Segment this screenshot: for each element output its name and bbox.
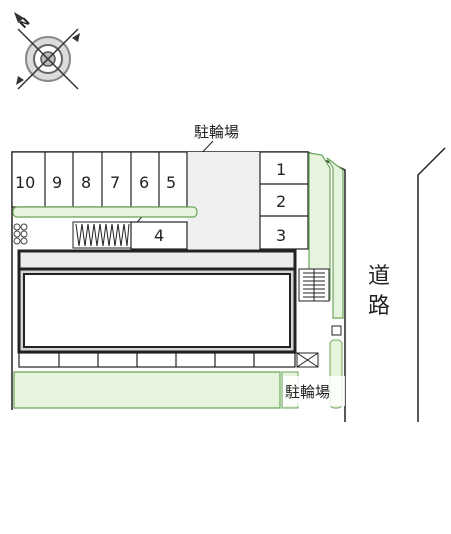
parking-space-10: 10 (15, 173, 35, 192)
bike-parking-bottom-label: 駐輪場 (285, 383, 330, 401)
parking-space-8: 8 (81, 173, 91, 192)
parking-space-4: 4 (154, 226, 164, 245)
parking-space-6: 6 (139, 173, 149, 192)
parking-space-5: 5 (166, 173, 176, 192)
road-label-char-2: 路 (368, 294, 390, 319)
parking-space-3: 3 (276, 226, 286, 245)
road-label-char-1: 道 (368, 264, 390, 289)
compass-rose-icon: N (14, 12, 80, 90)
hedge-top (12, 206, 198, 218)
building-corridor (17, 249, 297, 271)
building (17, 249, 297, 354)
bike-rack-bottom (296, 352, 319, 368)
road-edge (417, 147, 446, 422)
parking-space-1: 1 (276, 160, 286, 179)
balcony-row (18, 352, 296, 368)
parking-right-column (259, 151, 309, 250)
bike-parking-top-label: 駐輪場 (194, 123, 239, 141)
building-inner (23, 273, 291, 348)
parking-top-row (11, 151, 188, 208)
driveway-area (187, 152, 260, 249)
greenery-right-outer (326, 157, 344, 319)
stairs (298, 268, 330, 302)
greenery-bottom (13, 371, 281, 409)
parking-space-9: 9 (52, 173, 62, 192)
parking-space-7: 7 (110, 173, 120, 192)
bike-parking-bottom-bg (283, 376, 345, 406)
waste-bin-area (13, 223, 28, 245)
utility-box (331, 325, 342, 336)
parking-space-4-box (130, 221, 188, 250)
bike-rack-top (72, 221, 132, 249)
parking-space-2: 2 (276, 192, 286, 211)
